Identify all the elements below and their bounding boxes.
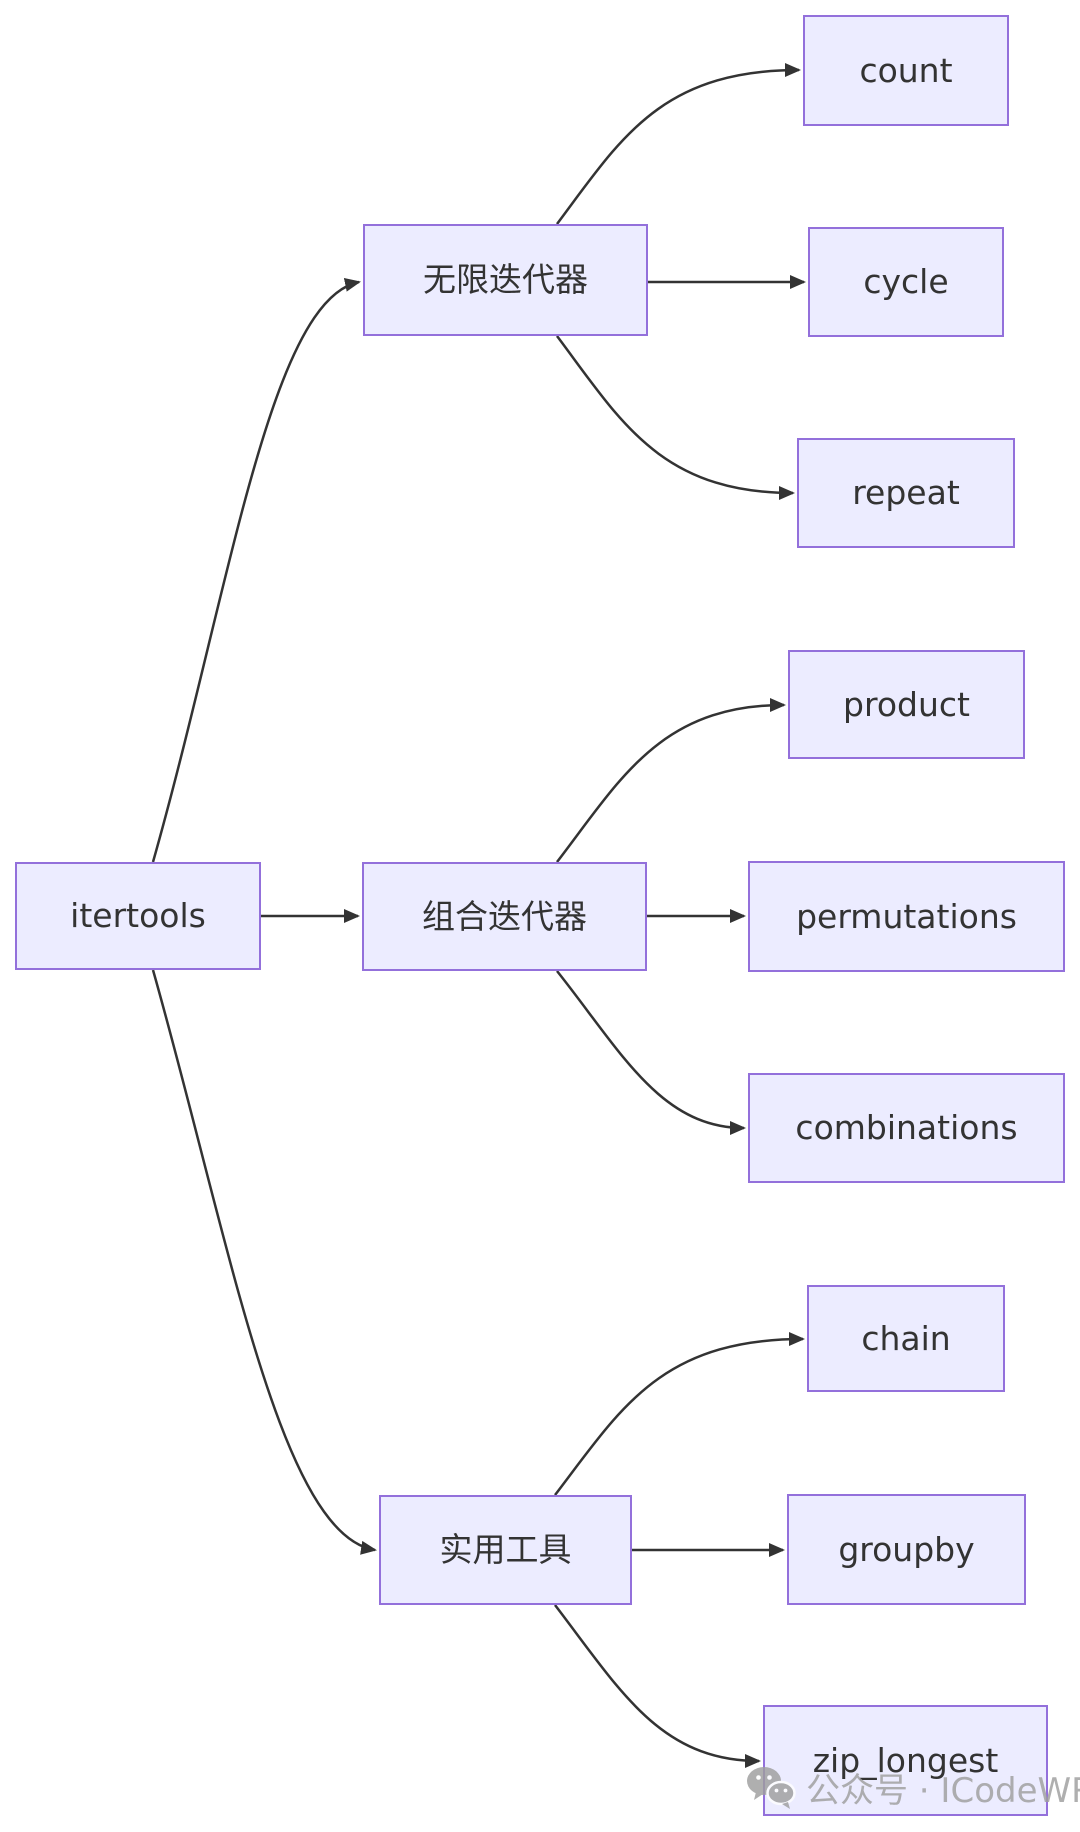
edge-itertools-infinite xyxy=(151,277,361,863)
node-product: product xyxy=(788,650,1025,759)
edge-utility-zip_longest xyxy=(554,1604,761,1768)
watermark: 公众号 · ICodeWR xyxy=(746,1763,1080,1812)
node-chain: chain xyxy=(807,1285,1005,1392)
edge-infinite-count xyxy=(555,63,801,225)
edge-utility-chain xyxy=(554,1332,805,1496)
node-count: count xyxy=(803,15,1009,126)
node-chain-label: chain xyxy=(861,1318,951,1358)
node-permutations-label: permutations xyxy=(796,896,1017,936)
node-product-label: product xyxy=(843,684,970,724)
node-infinite-iterators: 无限迭代器 xyxy=(363,224,648,336)
node-repeat: repeat xyxy=(797,438,1015,548)
node-utility-tools-label: 实用工具 xyxy=(439,1530,572,1570)
node-itertools-label: itertools xyxy=(70,896,206,936)
edge-combinatoric-product xyxy=(556,698,786,863)
node-zip-longest: zip_longest xyxy=(763,1705,1048,1816)
node-cycle: cycle xyxy=(808,227,1004,337)
node-utility-tools: 实用工具 xyxy=(379,1495,632,1605)
edge-combinatoric-combinations xyxy=(556,970,746,1135)
node-count-label: count xyxy=(859,50,953,90)
node-combinatoric-iterators-label: 组合迭代器 xyxy=(422,896,587,936)
edge-infinite-repeat xyxy=(555,335,795,500)
node-permutations: permutations xyxy=(748,861,1065,972)
watermark-text: 公众号 · ICodeWR xyxy=(806,1771,1080,1811)
node-groupby: groupby xyxy=(787,1494,1026,1605)
node-groupby-label: groupby xyxy=(838,1529,975,1569)
node-itertools: itertools xyxy=(15,862,261,970)
node-infinite-iterators-label: 无限迭代器 xyxy=(423,260,588,300)
node-repeat-label: repeat xyxy=(852,473,960,513)
node-combinatoric-iterators: 组合迭代器 xyxy=(362,862,647,971)
node-zip-longest-label: zip_longest xyxy=(812,1740,999,1780)
node-combinations: combinations xyxy=(748,1073,1065,1183)
node-combinations-label: combinations xyxy=(795,1108,1018,1148)
node-cycle-label: cycle xyxy=(863,262,949,302)
wechat-icon xyxy=(747,1766,796,1809)
edge-itertools-utility xyxy=(151,969,377,1555)
